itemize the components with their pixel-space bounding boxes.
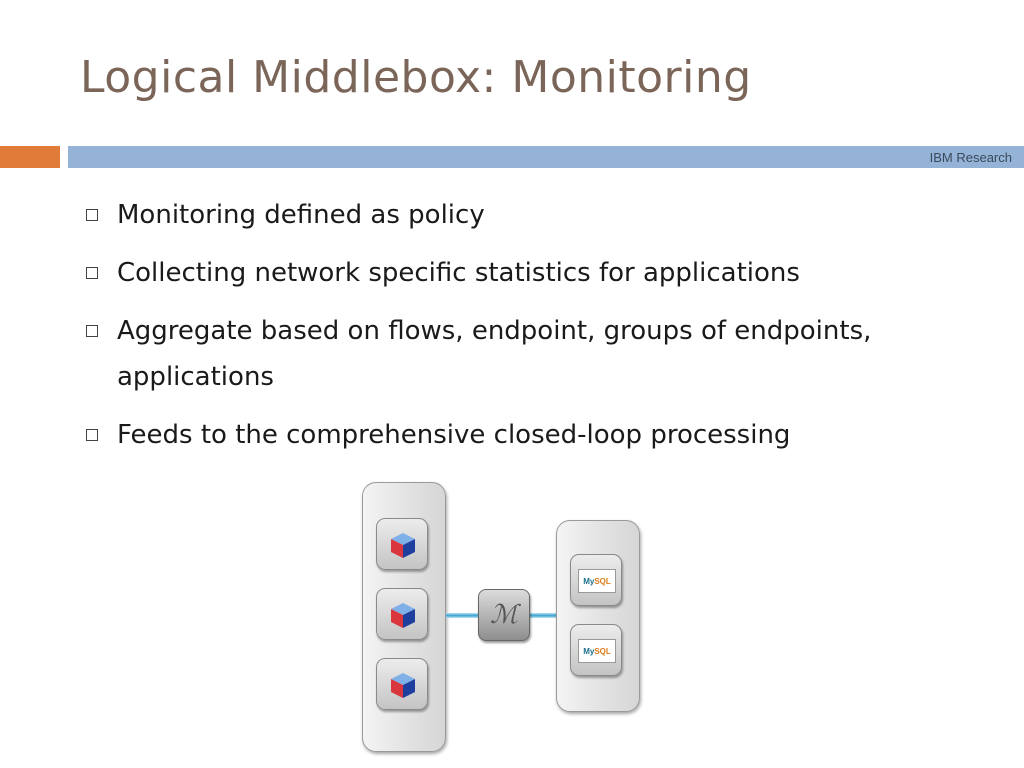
app-node (376, 518, 428, 570)
app-node (376, 658, 428, 710)
bullet-text: Feeds to the comprehensive closed-loop p… (117, 420, 791, 450)
database-node: MySQL (570, 554, 622, 606)
cube-icon (391, 603, 415, 628)
square-bullet-icon (86, 429, 98, 441)
bullet-list: Monitoring defined as policy Collecting … (84, 192, 1004, 470)
app-node (376, 588, 428, 640)
bullet-item: Monitoring defined as policy (84, 192, 1004, 238)
bullet-text: Collecting network specific statistics f… (117, 258, 800, 288)
network-link (446, 613, 478, 618)
square-bullet-icon (86, 267, 98, 279)
bullet-item: Feeds to the comprehensive closed-loop p… (84, 412, 1004, 458)
database-panel (556, 520, 640, 712)
accent-bar-blue (68, 146, 1024, 168)
network-link (530, 613, 556, 618)
square-bullet-icon (86, 325, 98, 337)
bullet-text: Aggregate based on flows, endpoint, grou… (117, 316, 872, 392)
accent-bar-orange (0, 146, 60, 168)
database-node: MySQL (570, 624, 622, 676)
mysql-logo-icon: MySQL (578, 639, 616, 663)
cube-icon (391, 533, 415, 558)
brand-label: IBM Research (929, 150, 1012, 165)
cube-icon (391, 673, 415, 698)
bullet-item: Collecting network specific statistics f… (84, 250, 1004, 296)
monitoring-diagram: ℳ MySQL MySQL (350, 476, 650, 768)
square-bullet-icon (86, 209, 98, 221)
bullet-item: Aggregate based on flows, endpoint, grou… (84, 308, 1004, 400)
mysql-logo-icon: MySQL (578, 569, 616, 593)
monitoring-middlebox: ℳ (478, 589, 530, 641)
bullet-text: Monitoring defined as policy (117, 200, 485, 230)
slide-title: Logical Middlebox: Monitoring (80, 52, 752, 103)
